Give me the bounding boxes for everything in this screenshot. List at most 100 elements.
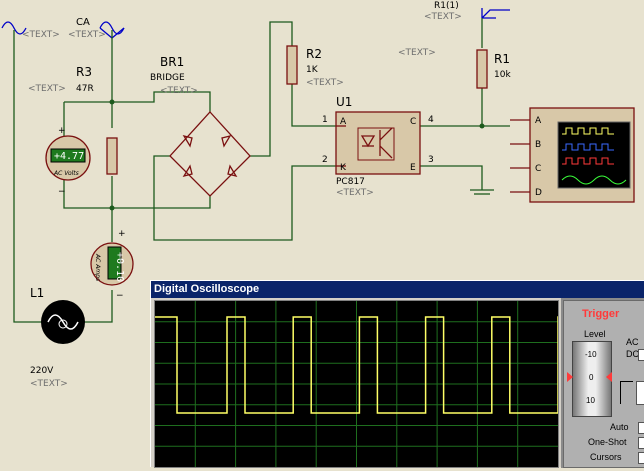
r1-ref: R1 [494, 52, 510, 66]
voltmeter-value: +4.77 [54, 151, 84, 162]
junction-dot [479, 123, 485, 129]
scope-graph [155, 301, 577, 467]
wire-amm-to-lamp [84, 290, 113, 323]
one-shot-label[interactable]: One-Shot [588, 437, 627, 447]
lamp-text: <TEXT> [30, 379, 68, 389]
cursors-label[interactable]: Cursors [590, 452, 622, 462]
ca-text: <TEXT> [68, 30, 106, 40]
ac-source-left[interactable]: <TEXT> [1, 21, 60, 40]
ammeter-value: +0.10 [114, 252, 125, 282]
ac-ammeter[interactable]: +0.10 AC Amps + − [90, 229, 134, 301]
u1-pin3: 3 [428, 155, 434, 165]
led-icon [360, 135, 376, 148]
wire-left-rail [13, 30, 42, 323]
scope-controls: Trigger Level -10 0 10 AC DC Auto One-Sh… [561, 298, 644, 468]
oscilloscope-component[interactable]: A B C D [510, 107, 635, 203]
channel-a-trace [155, 316, 577, 414]
trigger-panel: Trigger Level -10 0 10 AC DC Auto One-Sh… [563, 300, 644, 468]
dc-label[interactable]: DC [626, 349, 639, 359]
resistor-body [106, 137, 118, 175]
ac-voltmeter[interactable]: +4.77 AC Volts + − [45, 126, 91, 197]
r3-ref: R3 [76, 65, 92, 79]
u1-pin1: 1 [322, 115, 328, 125]
lamp-ref: L1 [30, 286, 44, 300]
meter-display [107, 246, 122, 280]
probe-label: R1(1) [434, 1, 459, 11]
bridge-rectifier-br1[interactable]: BR1 BRIDGE <TEXT> [150, 55, 251, 197]
ammeter-plus: + [118, 229, 126, 239]
r2-text: <TEXT> [306, 78, 344, 88]
r3-value: 47R [76, 84, 94, 94]
voltmeter-label: AC Volts [53, 170, 79, 177]
ammeter-minus: − [116, 291, 124, 301]
dial-tick-mid: 0 [589, 373, 594, 382]
wire-bridge-plus [250, 21, 293, 157]
optocoupler-body [335, 111, 421, 175]
wire-volt-bottom [63, 178, 112, 209]
u1-pin4: 4 [428, 115, 434, 125]
resistor-r2[interactable]: R2 1K <TEXT> [286, 45, 344, 88]
r2-ref: R2 [306, 47, 322, 61]
dc-toggle[interactable] [638, 349, 644, 361]
u1-cathode: K [340, 163, 347, 173]
lamp-filament-loop [58, 319, 68, 329]
ca-label: CA [76, 17, 90, 28]
trace-c [562, 157, 614, 165]
resistor-r1[interactable]: R1 10k [476, 49, 511, 89]
u1-ref: U1 [336, 95, 352, 109]
channel-a-label: A [535, 116, 542, 126]
u1-anode: A [340, 117, 347, 127]
dial-tick-top: -10 [585, 350, 597, 359]
r3-text: <TEXT> [28, 84, 66, 94]
u1-pin2: 2 [322, 155, 328, 165]
auto-toggle[interactable] [638, 422, 644, 434]
resistor-body [476, 49, 488, 89]
probe-icon [481, 9, 510, 19]
resistor-body [286, 45, 298, 85]
channel-d-label: D [535, 188, 542, 198]
junction-dot [109, 205, 115, 211]
wire-bridge-bottom [112, 196, 211, 209]
ac-source-ca[interactable]: CA <TEXT> [68, 17, 125, 40]
edge-toggle[interactable] [636, 381, 644, 405]
wire-emitter-gnd [420, 165, 483, 190]
br1-value: BRIDGE [150, 73, 185, 83]
sine-wave-icon [1, 21, 27, 35]
lamp-l1[interactable]: L1 220V <TEXT> [30, 286, 85, 389]
window-title[interactable]: Digital Oscilloscope [151, 281, 644, 298]
br1-text: <TEXT> [160, 86, 198, 96]
voltmeter-plus: + [58, 126, 66, 136]
br1-ref: BR1 [160, 55, 184, 69]
u1-text: <TEXT> [336, 188, 374, 198]
dial-pointer-right-icon [606, 372, 612, 382]
diode-icon [182, 134, 238, 178]
scope-screen[interactable] [154, 300, 577, 468]
u1-collector: C [410, 117, 416, 127]
lamp-value: 220V [30, 366, 54, 376]
ac-label[interactable]: AC [626, 337, 639, 347]
scope-screen [557, 121, 631, 189]
level-dial[interactable]: -10 0 10 [567, 341, 612, 417]
sine-wave-icon [99, 21, 125, 35]
probe-r1[interactable]: R1(1) <TEXT> [424, 1, 510, 22]
r2-value: 1K [306, 65, 319, 75]
trace-a [562, 127, 614, 135]
auto-label[interactable]: Auto [610, 422, 629, 432]
oscilloscope-window[interactable]: Digital Oscilloscope Trigger Level -10 0… [150, 280, 644, 468]
one-shot-toggle[interactable] [638, 437, 644, 449]
trigger-title: Trigger [582, 308, 620, 320]
lamp-filament-icon [47, 314, 79, 330]
u1-part: PC817 [336, 177, 365, 187]
optocoupler-u1[interactable]: 1 2 3 4 A K C E U1 PC817 <TEXT> [322, 95, 434, 198]
optocoupler-inner [357, 127, 395, 161]
source-left-text: <TEXT> [22, 30, 60, 40]
bridge-diamond [169, 111, 251, 197]
dial-tick-bottom: 10 [586, 396, 595, 405]
wires [13, 18, 510, 323]
free-text-label: <TEXT> [398, 48, 436, 58]
resistor-r3[interactable]: R3 <TEXT> 47R [28, 65, 118, 175]
r1-value: 10k [494, 70, 511, 80]
ammeter-label: AC Amps [94, 253, 101, 281]
cursors-toggle[interactable] [638, 452, 644, 464]
